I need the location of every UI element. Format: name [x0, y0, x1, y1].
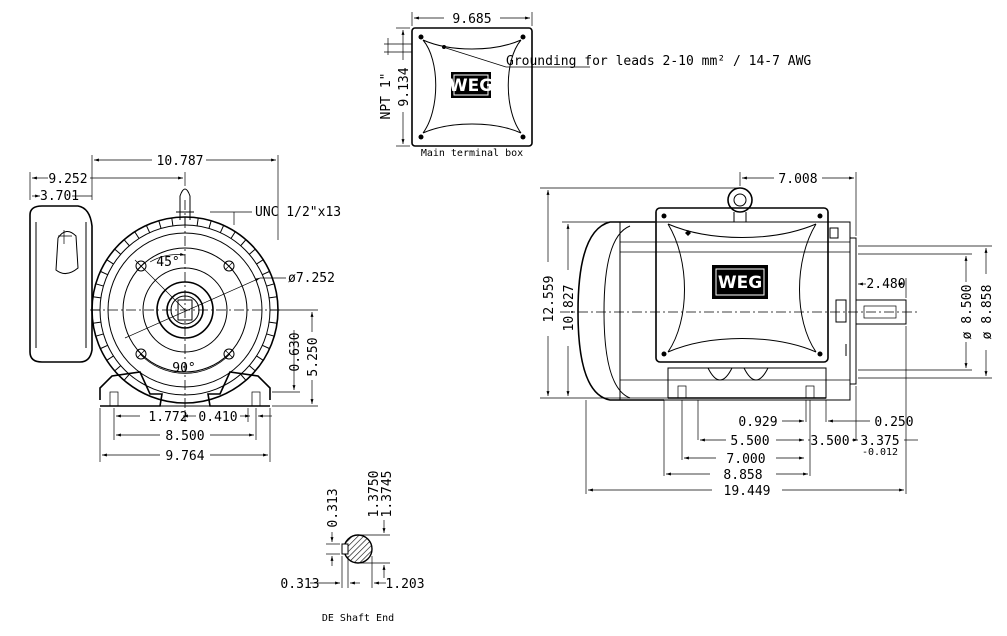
dim-3375: 3.375 — [860, 434, 899, 449]
foot-left — [99, 371, 163, 407]
dim-overall-length: 19.449 — [724, 484, 771, 499]
angle-bottom: 90° — [172, 361, 195, 376]
dim-foot-hole-dia: 0.410 — [198, 410, 237, 425]
cooling-fin — [196, 217, 199, 226]
cooling-fin — [123, 239, 130, 247]
cooling-fin — [95, 283, 104, 287]
cooling-fin — [123, 373, 130, 381]
cooling-fin — [106, 259, 114, 265]
svg-text:WEG: WEG — [718, 273, 762, 293]
dim-frame-height: 10.827 — [562, 285, 577, 332]
cooling-fin — [269, 321, 278, 324]
cooling-fin — [171, 217, 174, 226]
dim-0929: 0.929 — [738, 415, 777, 430]
cooling-fin — [114, 248, 122, 255]
dim-tbox-height: 9.134 — [397, 67, 412, 106]
cooling-fin — [256, 355, 264, 361]
dim-key-height: 0.313 — [326, 488, 341, 527]
cooling-fin — [145, 225, 151, 233]
thread-spec: UNC 1/2"x13 — [255, 205, 341, 220]
front-view: 45° 90° ø7.252 UNC 1/2"x13 10.787 9.252 … — [29, 154, 341, 464]
cooling-fin — [114, 365, 122, 372]
cooling-fin — [256, 259, 264, 265]
cooling-fin — [266, 283, 275, 287]
cooling-fin — [230, 231, 236, 239]
cooling-fin — [92, 321, 101, 324]
frame-body — [619, 221, 851, 401]
cooling-fin — [158, 220, 162, 229]
cooling-fin — [92, 296, 101, 299]
cooling-fin — [262, 344, 270, 350]
terminal-box-outline — [411, 27, 533, 147]
foot-right — [207, 371, 271, 407]
dim-front-overall: 10.787 — [157, 154, 204, 169]
dim-tbox-offset: 3.701 — [40, 189, 79, 204]
cooling-fin — [219, 225, 225, 233]
fan-cover — [577, 221, 664, 401]
npt-label: NPT 1" — [379, 73, 394, 120]
cooling-fin — [262, 270, 270, 276]
terminal-box-view: WEG 9.685 9.134 NPT 1" Grounding for lea… — [379, 12, 811, 159]
dim-bolt-circle: ø7.252 — [288, 271, 335, 286]
dim-7000: 7.000 — [726, 452, 765, 467]
dim-pilot-dia: ø 8.500 — [960, 285, 975, 340]
dim-0250: 0.250 — [874, 415, 913, 430]
dim-5500: 5.500 — [730, 434, 769, 449]
cooling-fin — [240, 373, 247, 381]
angle-top: 45° — [156, 255, 179, 270]
shaft-end-caption: DE Shaft End — [322, 613, 394, 624]
dim-foot-span: 8.500 — [165, 429, 204, 444]
dim-front-to-centre: 9.252 — [48, 172, 87, 187]
side-view: WEG 7.008 12.559 10.827 — [540, 172, 995, 499]
shaft-end-view: 0.313 1.3750 1.3745 0.313 1.203 DE Shaft… — [280, 471, 424, 624]
front-lifting-lug — [179, 188, 191, 220]
side-terminal-box — [655, 207, 829, 363]
dim-key-width: 0.313 — [280, 577, 319, 592]
cooling-fin — [100, 344, 108, 350]
svg-text:WEG: WEG — [449, 76, 493, 96]
dim-flange-dia: ø 8.858 — [980, 285, 995, 340]
dim-lifting-offset: 7.008 — [778, 172, 817, 187]
dim-shaft-height: 5.250 — [306, 337, 321, 376]
dim-shaft-dia-max: 1.3750 — [367, 471, 382, 518]
dim-8858: 8.858 — [723, 468, 762, 483]
grounding-note: Grounding for leads 2-10 mm² / 14-7 AWG — [506, 54, 811, 69]
dim-foot-height: 0.630 — [288, 332, 303, 371]
dim-3375-tol: -0.012 — [862, 447, 898, 458]
dim-shaft-ext: 2.480 — [866, 277, 905, 292]
dim-base-width: 9.764 — [165, 449, 204, 464]
weg-logo: WEG — [449, 72, 493, 98]
cooling-fin — [266, 333, 275, 337]
dim-3500: 3.500 — [810, 434, 849, 449]
dim-key-depth: 1.203 — [385, 577, 424, 592]
terminal-box-caption: Main terminal box — [421, 148, 523, 159]
cooling-fin — [248, 248, 256, 255]
cooling-fin — [208, 220, 212, 229]
cooling-fin — [106, 355, 114, 361]
cooling-fin — [95, 333, 104, 337]
flange-bolts — [135, 260, 235, 360]
cooling-fin — [240, 239, 247, 247]
front-terminal-box — [29, 205, 93, 363]
dim-tbox-width: 9.685 — [452, 12, 491, 27]
dim-foot-hole-offset: 1.772 — [148, 410, 187, 425]
weg-logo-side: WEG — [712, 265, 768, 299]
cooling-fin — [248, 365, 256, 372]
dim-shaft-dia-min: 1.3745 — [380, 471, 395, 518]
dim-overall-height: 12.559 — [542, 276, 557, 323]
cooling-fin — [269, 296, 278, 299]
cooling-fin — [100, 270, 108, 276]
cooling-fin — [134, 231, 140, 239]
